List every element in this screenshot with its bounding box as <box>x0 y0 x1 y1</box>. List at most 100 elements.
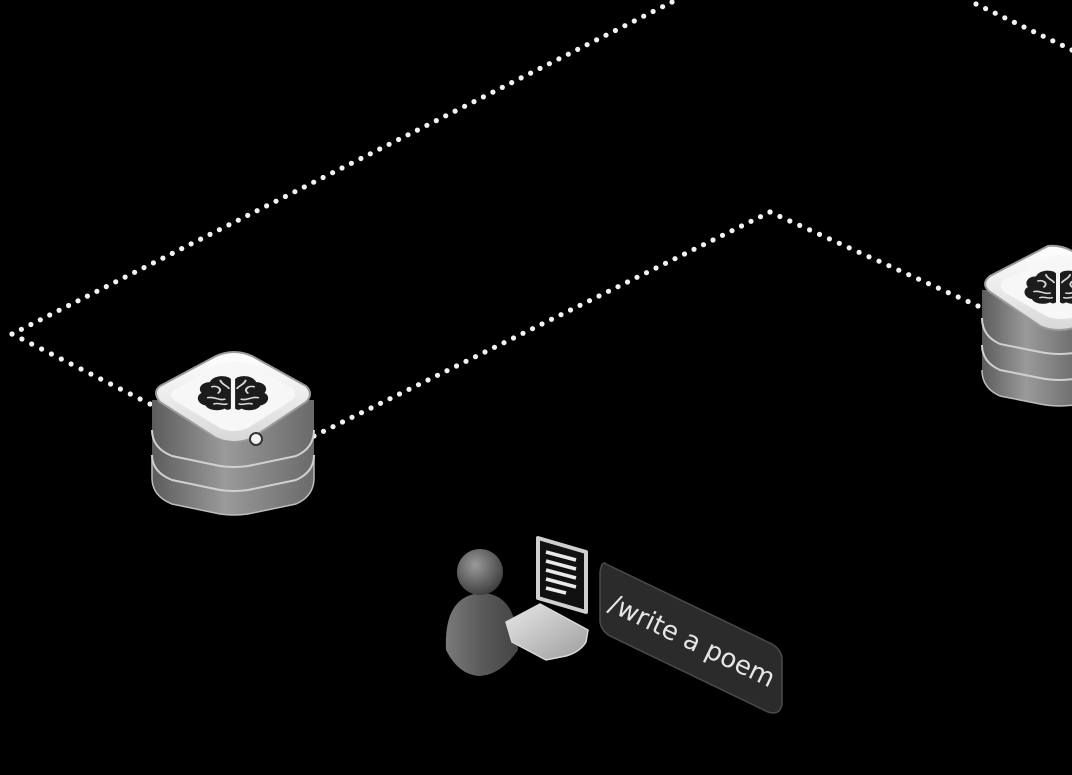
connection-dot <box>548 316 555 322</box>
connection-dot <box>490 89 496 95</box>
connection-dot <box>856 249 862 255</box>
connection-dot <box>748 218 754 224</box>
connection-dot <box>216 227 222 233</box>
connection-dot <box>710 237 716 243</box>
connection-dot <box>56 307 62 313</box>
connection-dot <box>669 0 675 5</box>
connection-dot <box>339 165 345 171</box>
connection-dot <box>179 246 185 252</box>
connection-dot <box>264 203 270 209</box>
connection-dot <box>1021 24 1027 30</box>
connection-dot <box>876 258 882 264</box>
connection-dot <box>330 170 336 176</box>
connection-dot <box>539 321 545 327</box>
connection-dot <box>757 214 764 220</box>
connection-dot <box>471 99 477 105</box>
connection-dot <box>339 419 346 425</box>
connection-dot <box>1050 38 1056 44</box>
connection-dot <box>358 410 365 416</box>
connection-dot <box>29 341 35 347</box>
connection-dot <box>787 218 793 224</box>
connection-dot <box>108 381 114 387</box>
connection-dot <box>301 184 307 190</box>
connection-dot <box>188 241 194 247</box>
connection-dot <box>975 303 981 309</box>
connection-dot <box>586 298 593 304</box>
connection-dot <box>113 279 119 285</box>
connection-dot <box>9 331 15 337</box>
connection-dot <box>452 108 458 114</box>
connection-dot <box>556 56 562 62</box>
model-server-right[interactable] <box>981 244 1072 407</box>
laptop-icon <box>505 603 589 661</box>
connection-dot <box>367 151 373 157</box>
connection-dot <box>415 382 422 388</box>
connection-dot <box>98 376 104 382</box>
connection-dot <box>169 250 175 256</box>
connection-dot <box>660 4 666 10</box>
connection-dot <box>807 227 813 233</box>
connection-dot <box>896 267 902 273</box>
connection-dot <box>826 236 833 242</box>
connection-dot <box>37 317 43 323</box>
connection-dot <box>529 326 536 332</box>
connection-dot <box>1011 19 1018 25</box>
connection-dot <box>245 212 251 218</box>
connection-dot <box>472 354 479 360</box>
connection-dot <box>405 132 411 138</box>
connection-dot <box>906 272 912 278</box>
connection-dot <box>75 298 81 304</box>
connection-dot <box>68 361 74 367</box>
connection-dot <box>1059 42 1065 49</box>
connection-dot <box>992 10 998 16</box>
connection-dot <box>103 284 109 290</box>
connection-dot <box>643 270 650 276</box>
connection-dot <box>777 213 783 220</box>
connection-dot <box>700 242 707 248</box>
connection-dot <box>886 263 892 269</box>
connection-dot <box>509 80 515 86</box>
connection-dot <box>584 42 590 48</box>
connection-dot <box>650 8 656 15</box>
connection-dot <box>226 222 232 228</box>
connection-dot <box>453 363 460 369</box>
model-server-left[interactable] <box>151 351 315 516</box>
connection-dot <box>254 208 260 214</box>
connection-dot <box>624 279 631 285</box>
connection-dot <box>406 386 412 392</box>
connection-dot <box>945 290 951 296</box>
connection-dot <box>434 372 441 378</box>
connection-dot <box>463 358 469 364</box>
connection-dot <box>88 371 94 377</box>
connection-dot <box>132 269 138 275</box>
connection-dot <box>348 160 354 166</box>
connection-dot <box>596 293 602 299</box>
connection-dot <box>443 113 449 119</box>
connection-dot <box>631 18 637 24</box>
connection-dot <box>612 27 619 34</box>
prompt-bubble[interactable]: /write a poem <box>599 562 783 714</box>
connection-dot <box>358 155 364 162</box>
connection-dot <box>1069 47 1072 53</box>
connection-dot <box>662 260 669 266</box>
connection-dot <box>925 281 932 287</box>
user-figure <box>445 536 589 676</box>
connection-dot <box>797 222 803 228</box>
connection-dot <box>414 127 420 133</box>
connection-dot <box>973 1 979 7</box>
connection-dot <box>681 251 688 257</box>
connection-dot <box>482 349 488 355</box>
connection-dot <box>1002 15 1008 21</box>
connection-dot <box>691 246 697 252</box>
connection-dot <box>282 193 288 200</box>
connection-dot <box>480 94 486 100</box>
connection-dot <box>653 265 659 271</box>
connection-dot <box>349 414 355 420</box>
connection-dot <box>368 405 374 411</box>
connection-dot <box>491 344 498 350</box>
connection-dot <box>719 232 726 238</box>
connection-dot <box>575 46 581 53</box>
connection-dot <box>396 136 402 143</box>
connection-dot <box>594 37 600 43</box>
